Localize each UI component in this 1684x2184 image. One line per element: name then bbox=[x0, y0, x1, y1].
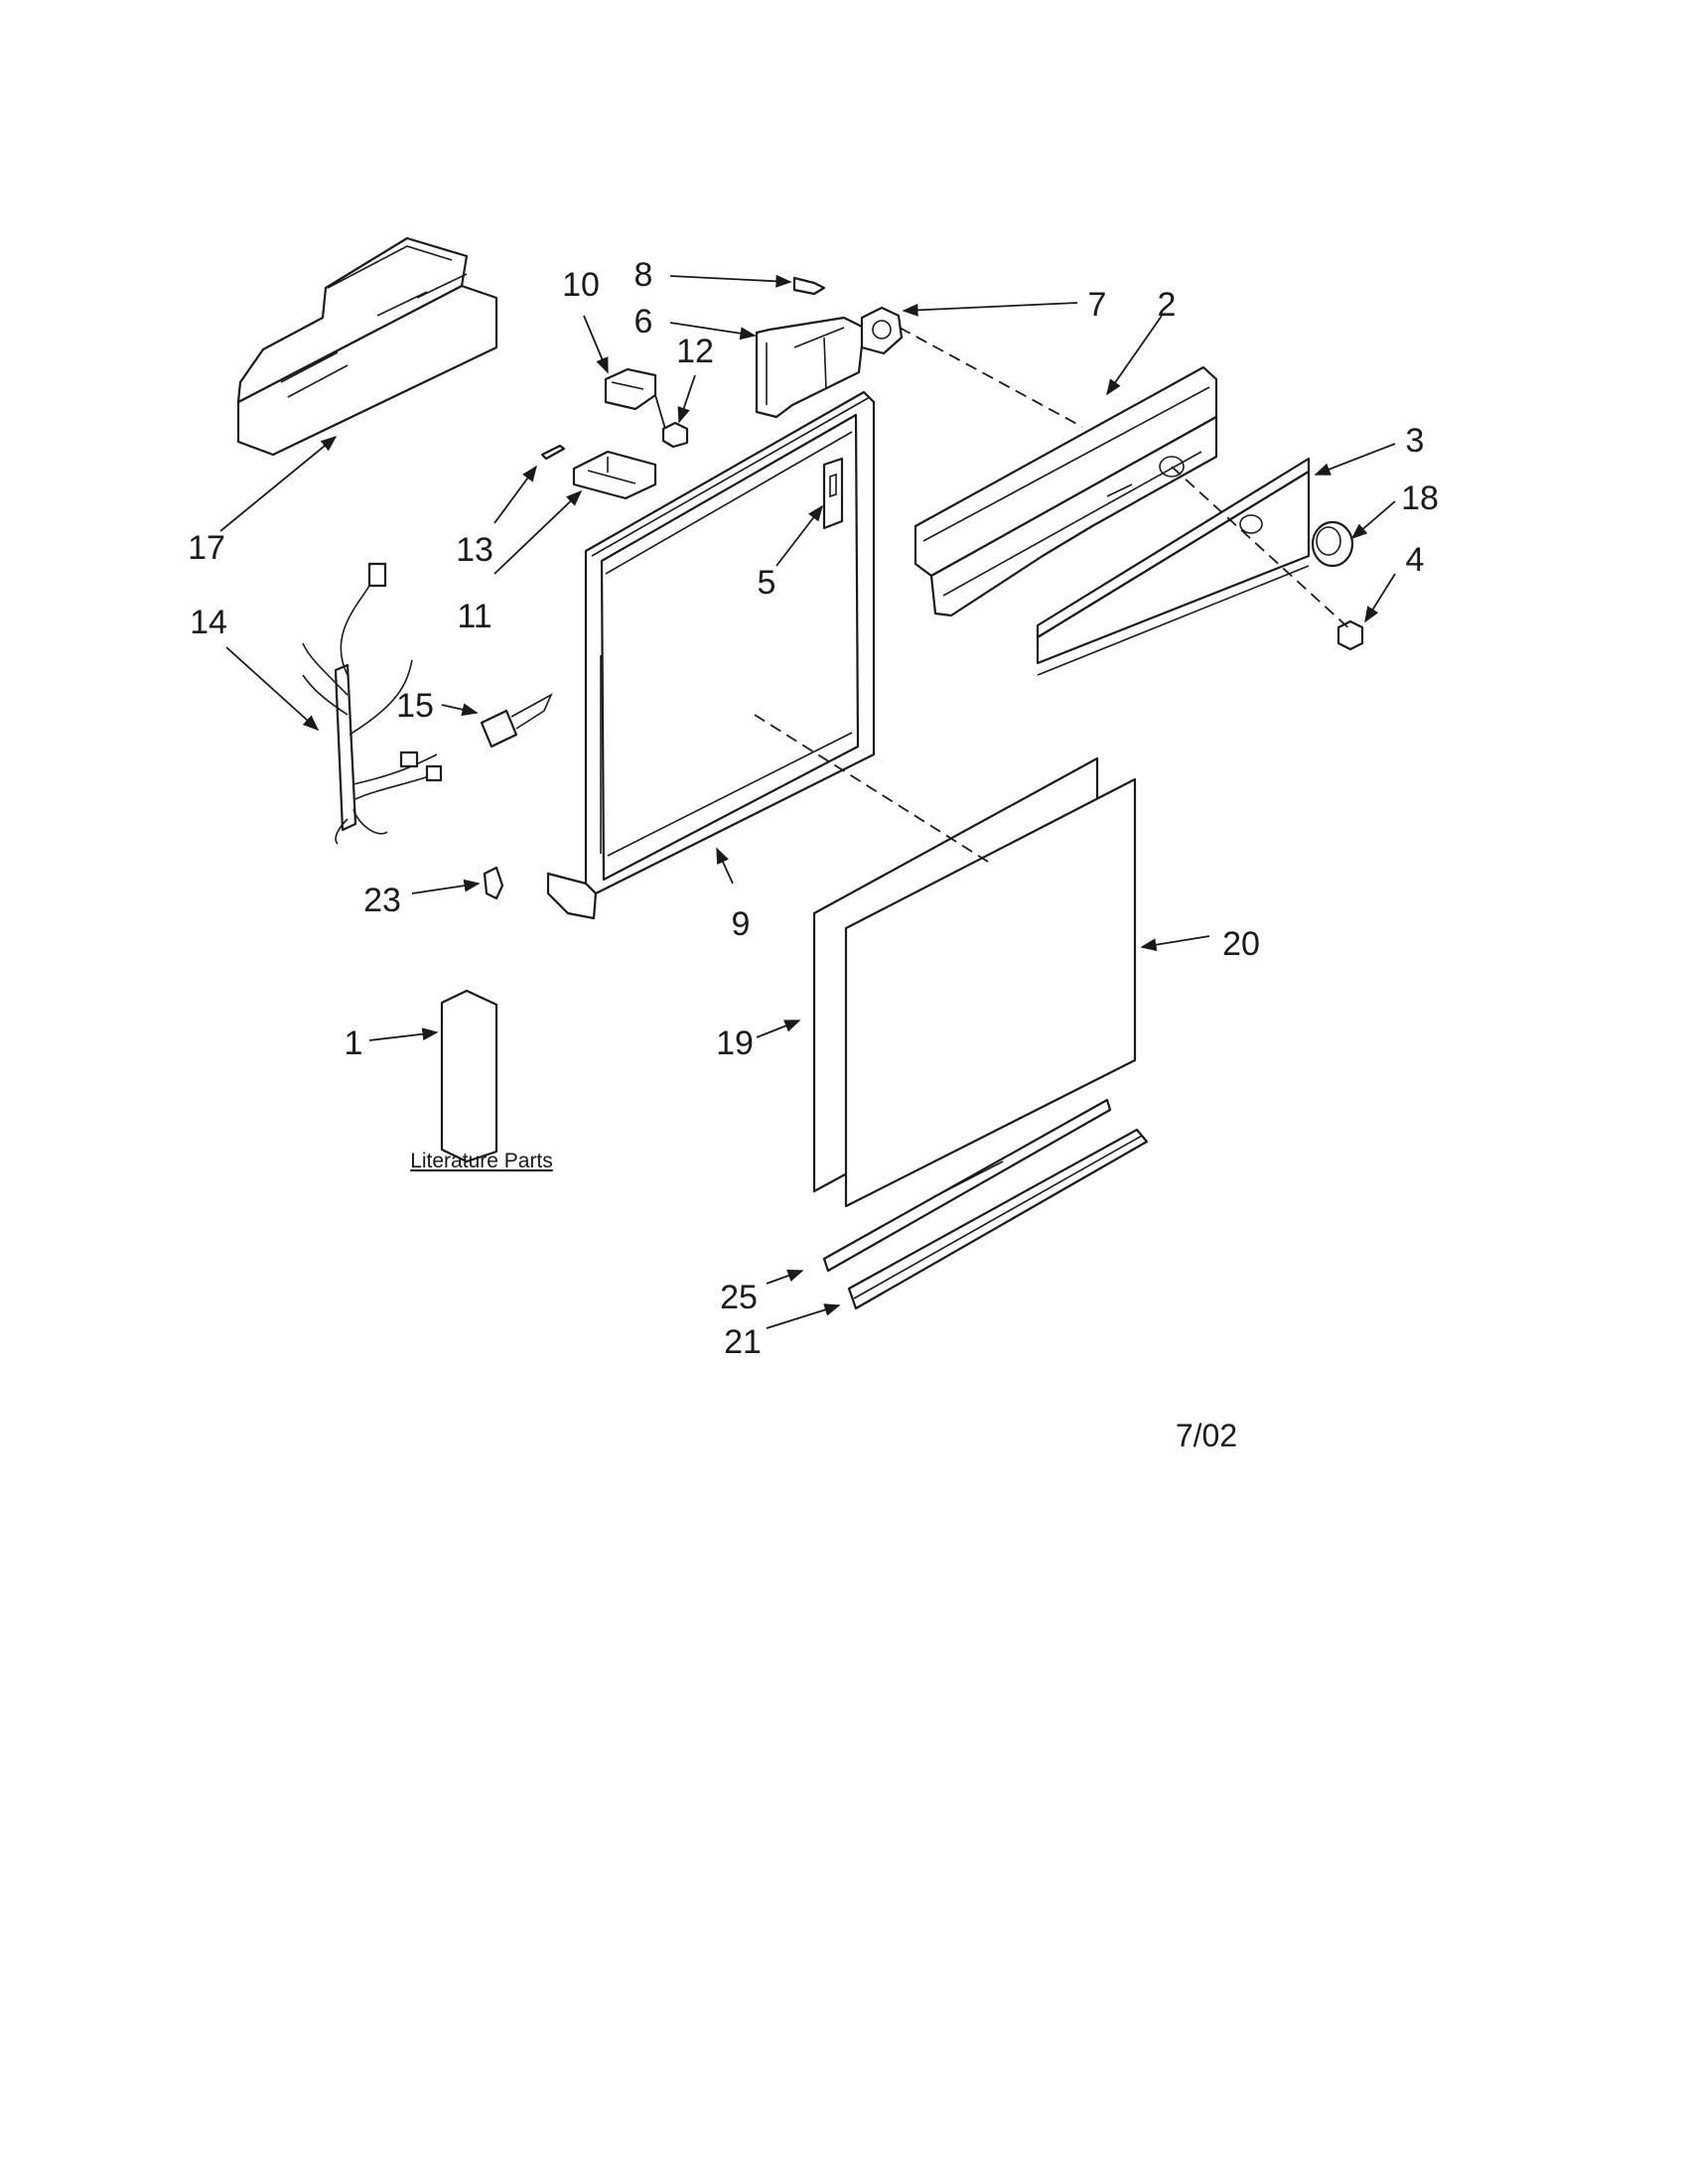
callout-10: 10 bbox=[562, 266, 600, 304]
callout-4: 4 bbox=[1406, 541, 1425, 579]
callout-7: 7 bbox=[1088, 286, 1107, 324]
leader-arrow-12 bbox=[677, 374, 696, 424]
leader-arrow-10 bbox=[583, 315, 609, 374]
callout-5: 5 bbox=[758, 564, 776, 602]
callout-18: 18 bbox=[1401, 479, 1439, 517]
assembly-line-door bbox=[754, 714, 989, 863]
callout-9: 9 bbox=[732, 905, 751, 943]
leader-arrow-15 bbox=[441, 703, 479, 717]
leader-arrow-9 bbox=[716, 847, 734, 885]
literature-booklet-part bbox=[440, 989, 498, 1163]
leader-arrow-13 bbox=[493, 465, 537, 524]
callout-3: 3 bbox=[1406, 422, 1425, 460]
leader-arrow-5 bbox=[775, 504, 823, 567]
leader-arrow-21 bbox=[766, 1303, 841, 1329]
latch-assembly-part bbox=[540, 367, 689, 500]
callout-6: 6 bbox=[634, 303, 653, 341]
callout-20: 20 bbox=[1222, 925, 1260, 963]
panel-face-part bbox=[1036, 457, 1311, 676]
callout-21: 21 bbox=[724, 1323, 762, 1361]
leader-arrow-17 bbox=[219, 435, 338, 532]
callout-19: 19 bbox=[716, 1024, 754, 1062]
callout-25: 25 bbox=[720, 1279, 758, 1316]
callout-14: 14 bbox=[190, 604, 227, 641]
leader-arrow-20 bbox=[1140, 935, 1210, 952]
callout-15: 15 bbox=[396, 687, 434, 725]
door-panel-outer-part bbox=[844, 777, 1137, 1208]
leader-arrow-19 bbox=[756, 1020, 801, 1038]
control-panel-part bbox=[913, 365, 1218, 617]
wire-harness-part bbox=[302, 562, 443, 845]
callout-23: 23 bbox=[363, 882, 401, 919]
leader-arrow-23 bbox=[411, 879, 481, 894]
callout-17: 17 bbox=[188, 529, 225, 567]
console-cover-part bbox=[236, 236, 498, 457]
leader-arrow-14 bbox=[225, 646, 320, 732]
callout-12: 12 bbox=[676, 333, 714, 370]
callout-8: 8 bbox=[634, 256, 653, 294]
callout-13: 13 bbox=[456, 531, 493, 569]
button-part bbox=[1336, 619, 1364, 651]
leader-arrow-4 bbox=[1364, 573, 1396, 623]
assembly-line-latch bbox=[654, 394, 666, 430]
door-frame-part bbox=[546, 390, 876, 920]
leader-arrow-6 bbox=[669, 322, 757, 341]
leader-arrow-3 bbox=[1314, 443, 1396, 476]
sensor-part bbox=[480, 693, 553, 749]
callout-1: 1 bbox=[345, 1024, 363, 1062]
assembly-line-knob bbox=[899, 327, 1083, 428]
callout-2: 2 bbox=[1158, 286, 1177, 324]
clip-part bbox=[483, 866, 504, 900]
leader-arrow-8 bbox=[669, 274, 792, 288]
bottom-trim-part bbox=[847, 1128, 1149, 1310]
leader-arrow-7 bbox=[902, 302, 1078, 317]
switch-bracket-part bbox=[755, 276, 904, 419]
assembly-line-panel bbox=[1171, 466, 1353, 632]
door-catch-part bbox=[822, 457, 844, 530]
leader-arrow-11 bbox=[493, 489, 583, 575]
leader-arrow-1 bbox=[368, 1027, 439, 1041]
leader-arrow-18 bbox=[1350, 500, 1396, 540]
literature-parts-caption: Literature Parts bbox=[410, 1150, 553, 1172]
lower-trim-part bbox=[822, 1098, 1112, 1273]
knob-part bbox=[1311, 520, 1354, 568]
leader-arrow-25 bbox=[766, 1269, 804, 1285]
revision-date: 7/02 bbox=[1176, 1418, 1237, 1453]
callout-11: 11 bbox=[457, 598, 491, 635]
leader-arrow-2 bbox=[1106, 315, 1163, 396]
